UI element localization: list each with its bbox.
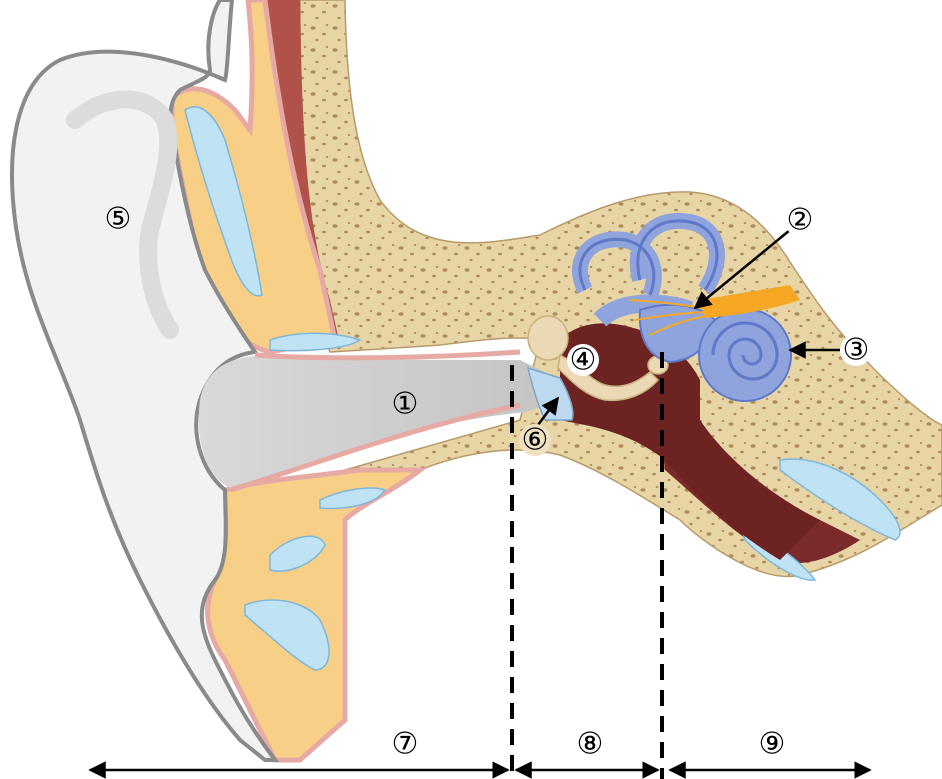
label-cochlea: ③ <box>843 333 870 368</box>
label-ossicles: ④ <box>570 343 597 378</box>
label-outer-ear: ⑦ <box>392 727 419 762</box>
cochlea <box>699 309 791 401</box>
label-pinna: ⑤ <box>105 202 132 237</box>
label-inner-ear: ⑨ <box>759 727 786 762</box>
label-semicircular-canals: ② <box>787 203 814 238</box>
label-middle-ear: ⑧ <box>577 727 604 762</box>
label-ear-canal: ① <box>392 387 419 422</box>
canal-skin-top <box>255 352 520 358</box>
label-eardrum: ⑥ <box>522 423 549 458</box>
